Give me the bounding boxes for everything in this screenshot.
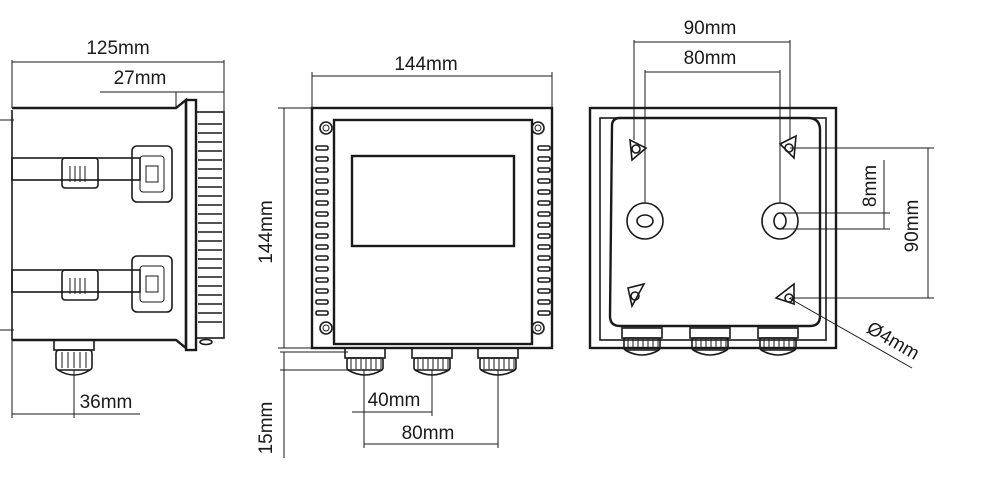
front-display: [350, 154, 516, 248]
vent-slot: [315, 145, 329, 151]
front-bezel: [310, 106, 554, 350]
dim-label-front-width: 144mm: [394, 54, 457, 75]
vent-slot: [537, 156, 551, 162]
vent-slot: [537, 200, 551, 206]
dim-label-back-inner: 80mm: [684, 48, 737, 69]
vent-slot: [537, 288, 551, 294]
vent-slot: [315, 178, 329, 184]
side-clip-lower: [11, 255, 173, 313]
vent-slot: [315, 211, 329, 217]
vent-slot: [315, 189, 329, 195]
dim-label-side-width: 125mm: [86, 38, 149, 59]
clip-latch: [131, 255, 173, 313]
clip-buckle: [61, 157, 99, 189]
back-flange: [588, 106, 838, 350]
vent-slot: [537, 178, 551, 184]
cable-gland: [344, 347, 386, 376]
vent-slot: [537, 244, 551, 250]
vent-slot: [315, 299, 329, 305]
dim-leader-mount-hole: [788, 297, 913, 369]
dim-label-gland-pitch: 40mm: [368, 390, 421, 411]
vent-slot: [315, 233, 329, 239]
clip-strap: [11, 269, 141, 293]
vent-slot: [537, 222, 551, 228]
vent-slot: [315, 277, 329, 283]
vent-slot: [537, 310, 551, 316]
vent-slot: [315, 200, 329, 206]
vent-slot: [315, 244, 329, 250]
dim-label-back-outer: 90mm: [684, 18, 737, 39]
gland-nut: [53, 339, 95, 351]
dim-label-side-gland: 36mm: [80, 392, 133, 413]
vent-slot: [315, 167, 329, 173]
vent-slot: [315, 310, 329, 316]
back-large-holes: [626, 202, 799, 240]
vent-slot: [315, 255, 329, 261]
clip-latch: [131, 145, 173, 203]
vent-slot: [315, 288, 329, 294]
vent-slot: [315, 266, 329, 272]
back-mount-holes: [627, 134, 797, 309]
vent-slot: [315, 222, 329, 228]
vent-slot: [537, 299, 551, 305]
side-fin-block: [195, 111, 225, 339]
vent-slot: [537, 233, 551, 239]
cable-gland: [621, 327, 663, 356]
vent-slot: [537, 167, 551, 173]
dim-label-gland-span: 80mm: [402, 423, 455, 444]
vent-slot: [315, 156, 329, 162]
vent-slot: [537, 255, 551, 261]
front-screws: [319, 121, 545, 335]
clip-buckle: [61, 269, 99, 301]
front-view: 144mm 144mm 40mm 80mm 15mm: [256, 54, 554, 458]
vent-slot: [537, 266, 551, 272]
vent-slot: [537, 189, 551, 195]
front-vent-slots: [315, 145, 551, 316]
side-housing-outline: [12, 97, 188, 351]
side-fins: [198, 123, 222, 323]
dim-label-side-depth: 27mm: [114, 68, 167, 89]
side-tab: [199, 338, 213, 346]
cable-gland: [757, 327, 799, 356]
back-view: 90mm 80mm 8mm 90mm Ø4mm: [588, 18, 934, 369]
clip-strap: [11, 157, 141, 181]
vent-slot: [537, 277, 551, 283]
vent-slot: [537, 145, 551, 151]
side-clip-upper: [11, 145, 173, 203]
front-panel: [332, 118, 534, 346]
dim-label-front-height: 144mm: [256, 200, 277, 263]
side-view: 125mm 27mm 36mm: [0, 38, 225, 418]
cable-gland: [689, 327, 731, 356]
side-bezel: [184, 98, 198, 352]
dim-label-back-height: 90mm: [902, 200, 923, 253]
side-cable-gland: [53, 339, 95, 376]
dim-label-hole: 8mm: [860, 165, 881, 207]
dim-label-gland-height: 15mm: [256, 402, 277, 455]
vent-slot: [537, 211, 551, 217]
back-cable-glands: [621, 327, 799, 356]
